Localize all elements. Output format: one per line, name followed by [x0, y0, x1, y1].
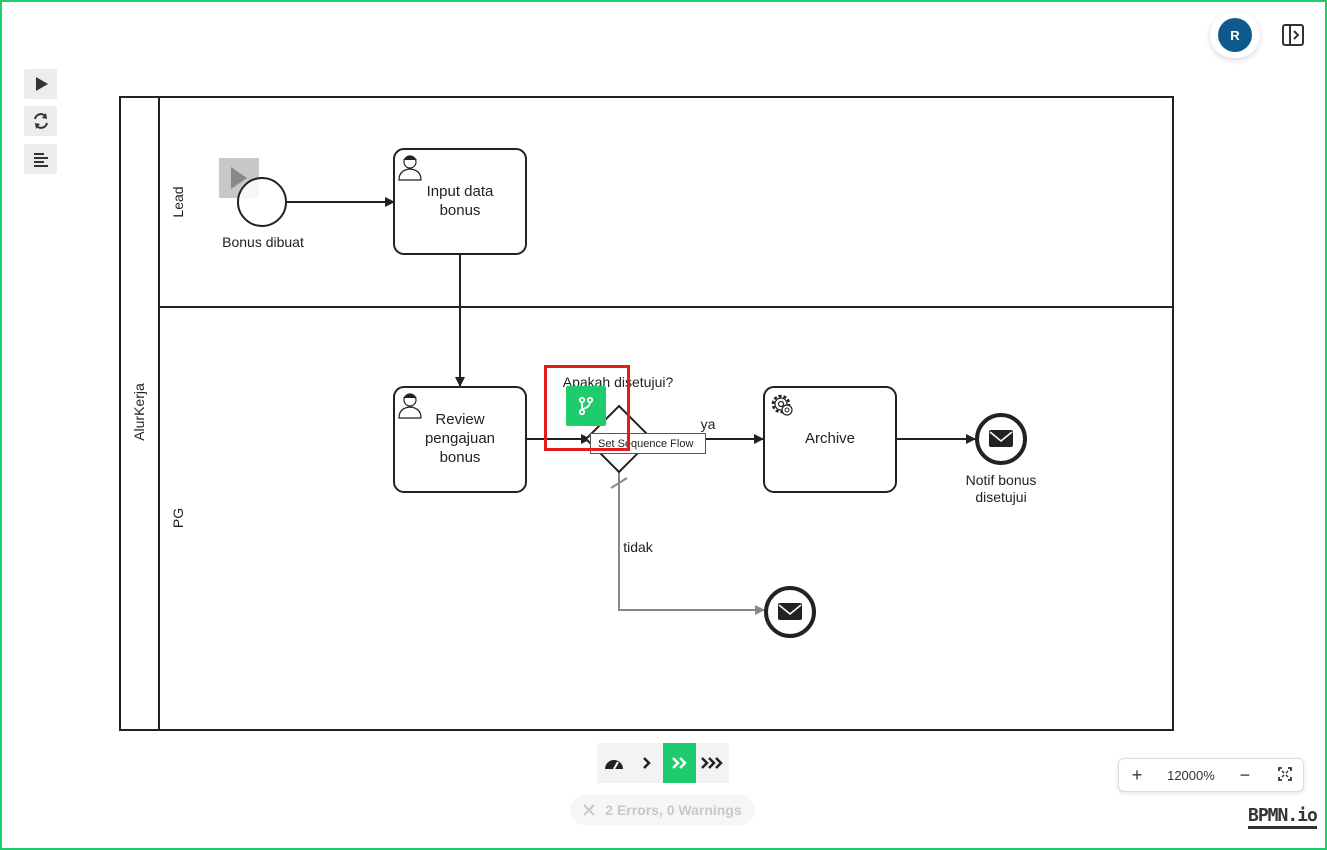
flow-label-yes: ya	[701, 416, 716, 432]
play-icon	[231, 167, 247, 189]
zoom-level: 12000%	[1167, 767, 1215, 783]
sequence-flow-icon	[578, 396, 594, 416]
speed-1-button[interactable]	[630, 743, 663, 783]
pool[interactable]: AlurKerja	[119, 96, 1174, 731]
user-icon	[398, 393, 422, 419]
errors-badge[interactable]: 2 Errors, 0 Warnings	[570, 795, 755, 825]
chevron-right-icon	[642, 757, 651, 769]
flow-gateway-reject[interactable]	[618, 472, 765, 615]
envelope-icon	[778, 603, 802, 620]
flow-label-no: tidak	[623, 539, 654, 555]
start-event-label: Bonus dibuat	[222, 234, 304, 250]
lane-pg[interactable]: PG	[170, 508, 186, 528]
speed-2-button[interactable]	[663, 743, 696, 783]
speed-3-button[interactable]	[696, 743, 729, 783]
user-menu[interactable]: R	[1210, 12, 1260, 58]
refresh-button[interactable]	[24, 106, 57, 136]
user-icon	[398, 155, 422, 181]
refresh-icon	[33, 113, 48, 129]
panel-toggle-icon	[1282, 24, 1304, 46]
bpmn-io-logo[interactable]: BPMN.io	[1248, 806, 1318, 829]
task-archive-label: Archive	[805, 430, 855, 447]
run-button[interactable]	[24, 69, 57, 99]
bottom-toolbar	[597, 743, 729, 783]
service-task-archive[interactable]: Archive	[763, 386, 897, 493]
align-button[interactable]	[24, 144, 57, 174]
zoom-controls: + 12000% −	[1118, 758, 1304, 792]
triple-chevron-icon	[700, 757, 723, 769]
envelope-icon	[989, 430, 1013, 447]
set-sequence-flow-button[interactable]	[566, 386, 606, 426]
close-icon	[583, 804, 595, 816]
fit-viewport-button[interactable]	[1275, 765, 1295, 786]
gear-icon	[771, 394, 793, 416]
tooltip: Set Sequence Flow	[590, 433, 706, 454]
lane-lead-label: Lead	[170, 186, 186, 217]
gauge-button[interactable]	[597, 743, 630, 783]
fullscreen-icon	[1278, 766, 1292, 781]
end-event-reject[interactable]	[764, 586, 816, 638]
zoom-in-button[interactable]: +	[1131, 764, 1143, 785]
lane-pg-label: PG	[170, 508, 186, 528]
gauge-icon	[604, 760, 623, 770]
play-icon	[35, 77, 48, 91]
errors-text: 2 Errors, 0 Warnings	[605, 802, 742, 818]
lane-lead[interactable]: Lead	[159, 186, 1173, 308]
default-flow-marker	[610, 477, 628, 489]
avatar[interactable]: R	[1218, 18, 1252, 52]
pool-label: AlurKerja	[131, 383, 147, 441]
start-event[interactable]: Bonus dibuat	[219, 158, 304, 250]
zoom-out-button[interactable]: −	[1239, 764, 1251, 785]
align-left-icon	[33, 153, 48, 167]
double-chevron-icon	[671, 757, 687, 769]
toggle-panel-button[interactable]	[1281, 23, 1305, 47]
